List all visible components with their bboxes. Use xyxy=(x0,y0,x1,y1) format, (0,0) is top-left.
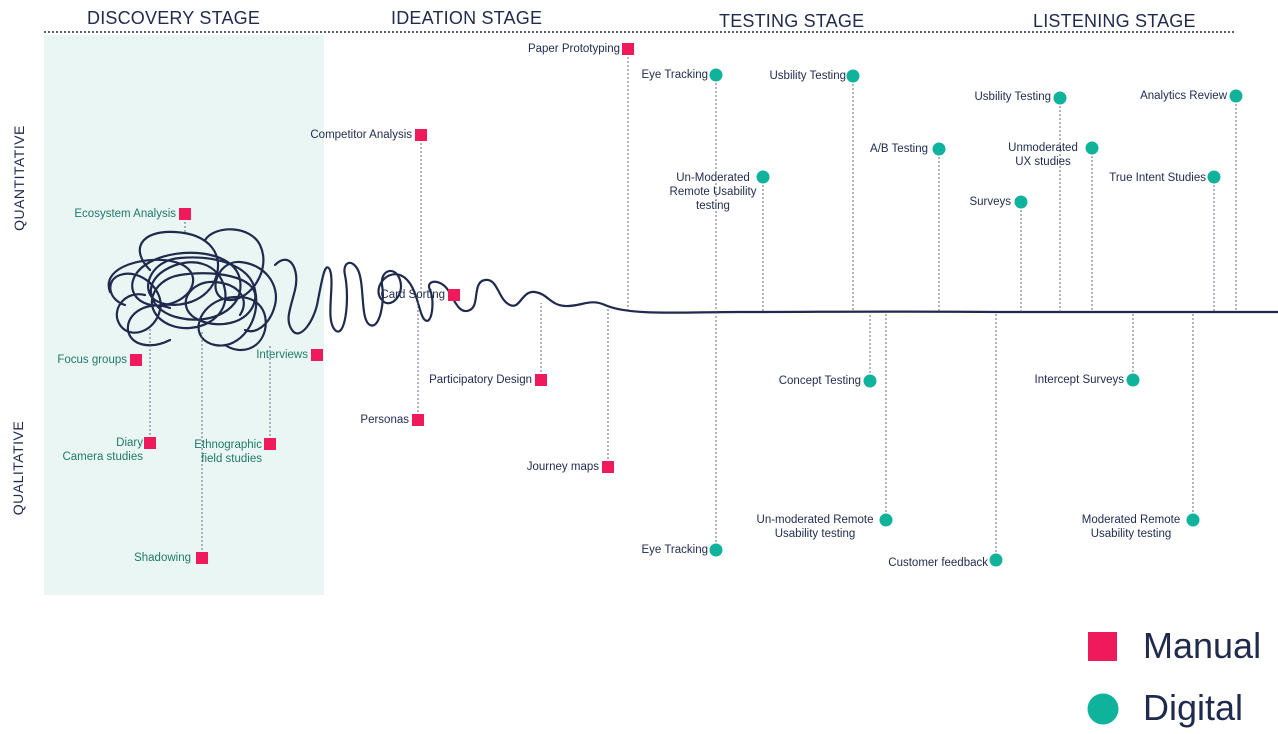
eye-tracking-top-label: Eye Tracking xyxy=(641,69,708,81)
concept-testing-digital-marker xyxy=(863,374,877,388)
ethnographic-field-studies-manual-marker xyxy=(264,438,276,450)
discovery-stage-background xyxy=(44,35,324,595)
true-intent-studies-digital-marker xyxy=(1207,170,1221,184)
intercept-surveys-digital-marker xyxy=(1126,373,1140,387)
participatory-design-label: Participatory Design xyxy=(429,374,532,386)
focus-groups-label: Focus groups xyxy=(57,354,127,366)
competitor-analysis-manual-marker xyxy=(415,129,427,141)
stage-testing: TESTING STAGE xyxy=(719,11,865,31)
legend-manual-icon xyxy=(1088,632,1117,661)
concept-testing-label: Concept Testing xyxy=(778,375,861,387)
stage-listening: LISTENING STAGE xyxy=(1033,11,1196,31)
customer-feedback-label: Customer feedback xyxy=(888,557,988,569)
unmoderated-remote-top-digital-marker xyxy=(756,170,770,184)
eye-tracking-bottom-digital-marker xyxy=(709,543,723,557)
participatory-design-manual-marker xyxy=(535,374,547,386)
usability-testing-1-label: Usbility Testing xyxy=(769,70,847,82)
legend-digital-label: Digital xyxy=(1143,687,1244,728)
surveys-label: Surveys xyxy=(969,196,1011,208)
interviews-manual-marker xyxy=(311,349,323,361)
usability-testing-2-label: Usbility Testing xyxy=(974,91,1052,103)
axis-qualitative: QUALITATIVE xyxy=(10,420,26,516)
axis-quantitative: QUANTITATIVE xyxy=(11,125,27,231)
surveys-digital-marker xyxy=(1014,195,1028,209)
intercept-surveys-label: Intercept Surveys xyxy=(1034,374,1124,386)
diary-camera-studies-manual-marker xyxy=(144,437,156,449)
paper-prototyping-label: Paper Prototyping xyxy=(527,43,620,55)
ecosystem-analysis-label: Ecosystem Analysis xyxy=(74,208,176,220)
interviews-label: Interviews xyxy=(256,349,308,361)
usability-testing-1-digital-marker xyxy=(846,69,860,83)
ecosystem-analysis-manual-marker xyxy=(179,208,191,220)
ab-testing-label: A/B Testing xyxy=(870,143,928,155)
stage-ideation: IDEATION STAGE xyxy=(391,8,543,28)
ab-testing-digital-marker xyxy=(932,142,946,156)
legend-manual-label: Manual xyxy=(1143,625,1262,666)
legend-digital-icon xyxy=(1087,693,1119,725)
unmoderated-ux-studies-digital-marker xyxy=(1085,141,1099,155)
personas-label: Personas xyxy=(360,414,409,426)
focus-groups-manual-marker xyxy=(130,354,142,366)
true-intent-studies-label: True Intent Studies xyxy=(1109,172,1206,184)
analytics-review-digital-marker xyxy=(1229,89,1243,103)
customer-feedback-digital-marker xyxy=(989,553,1003,567)
personas-manual-marker xyxy=(412,414,424,426)
discovery-squiggle xyxy=(107,228,1278,352)
card-sorting-label: Card Sorting xyxy=(380,289,445,301)
competitor-analysis-label: Competitor Analysis xyxy=(310,129,412,141)
eye-tracking-bottom-label: Eye Tracking xyxy=(641,544,708,556)
shadowing-label: Shadowing xyxy=(134,552,191,564)
shadowing-manual-marker xyxy=(196,552,208,564)
journey-maps-manual-marker xyxy=(602,461,614,473)
stage-discovery: DISCOVERY STAGE xyxy=(87,8,261,28)
unmoderated-remote-bottom-digital-marker xyxy=(879,513,893,527)
eye-tracking-top-digital-marker xyxy=(709,68,723,82)
card-sorting-manual-marker xyxy=(448,289,460,301)
paper-prototyping-manual-marker xyxy=(622,43,634,55)
analytics-review-label: Analytics Review xyxy=(1140,90,1227,102)
connector-lines xyxy=(149,49,1237,560)
method-markers xyxy=(130,43,1243,567)
usability-testing-2-digital-marker xyxy=(1053,91,1067,105)
moderated-remote-digital-marker xyxy=(1186,513,1200,527)
journey-maps-label: Journey maps xyxy=(526,461,599,473)
